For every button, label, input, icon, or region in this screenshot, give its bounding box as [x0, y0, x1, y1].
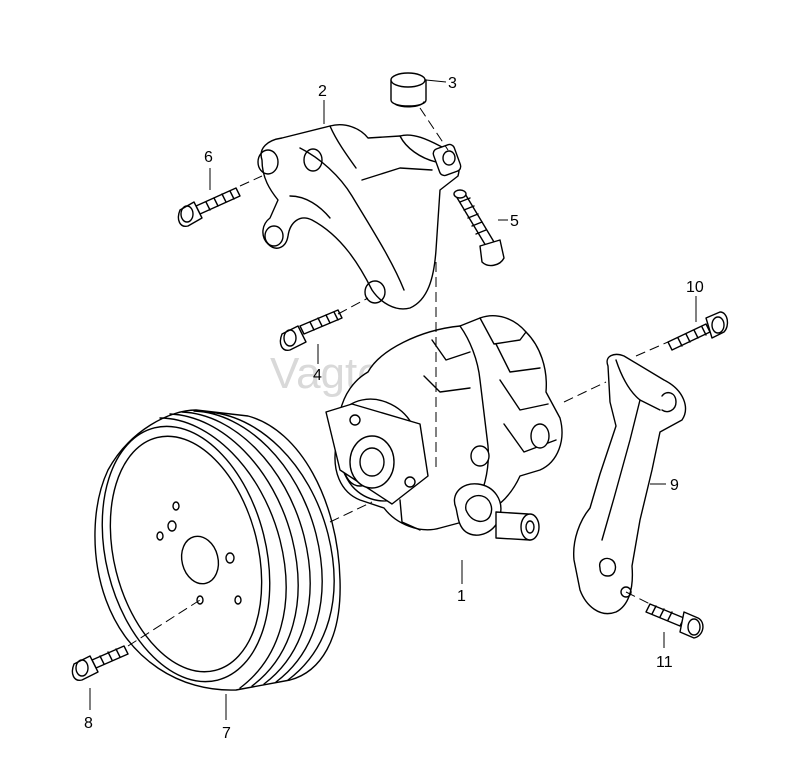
- pulley: [94, 409, 341, 691]
- leader-lines: [89, 79, 697, 720]
- bolt-5: [453, 189, 505, 267]
- part-label-6: 6: [204, 149, 213, 166]
- part-label-8: 8: [84, 715, 93, 732]
- bolt-11: [645, 603, 704, 639]
- part-label-5: 5: [510, 213, 519, 230]
- bolt-4: [279, 309, 343, 351]
- part-label-1: 1: [457, 588, 466, 605]
- assembly-guide-lines: [127, 107, 669, 647]
- part-label-3: 3: [448, 75, 457, 92]
- part-label-10: 10: [686, 279, 704, 296]
- part-labels: 2 3 6 5 10 4 9 1 11 8 7: [84, 75, 704, 742]
- bolt-10: [667, 311, 729, 351]
- part-label-11: 11: [656, 654, 673, 671]
- bushing: [390, 72, 427, 108]
- part-label-7: 7: [222, 725, 231, 742]
- part-label-2: 2: [318, 83, 327, 100]
- power-steering-pump: [325, 314, 563, 541]
- pump-bracket: [257, 124, 462, 310]
- support-bracket: [573, 353, 687, 615]
- part-label-9: 9: [670, 477, 679, 494]
- part-label-4: 4: [313, 367, 322, 384]
- bolt-6: [177, 187, 241, 227]
- bolt-8: [71, 645, 129, 681]
